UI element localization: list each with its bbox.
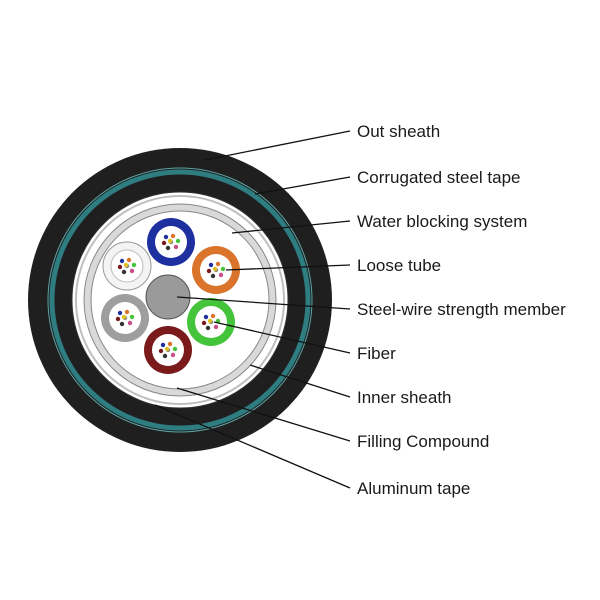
fiber-dot	[131, 262, 137, 268]
leader-corrugated-steel-tape	[254, 176, 351, 195]
leader-steel-wire-strength-member	[176, 296, 351, 310]
fiber-dot	[218, 272, 224, 278]
fiber-dot	[129, 268, 135, 274]
leader-lines	[154, 130, 351, 489]
leader-fiber	[213, 321, 351, 354]
fiber-dot	[121, 269, 127, 275]
fiber-dot	[220, 266, 226, 272]
fiber-dot	[124, 309, 130, 315]
label-filling-compound: Filling Compound	[357, 432, 489, 451]
fiber-dot	[165, 245, 171, 251]
fiber-dot	[160, 342, 166, 348]
leader-inner-sheath	[249, 364, 351, 398]
fiber-dot	[210, 313, 216, 319]
fiber-dot	[206, 268, 212, 274]
fiber-dot	[215, 261, 221, 267]
label-loose-tube: Loose tube	[357, 256, 441, 275]
fiber-dot	[203, 314, 209, 320]
fiber-dot	[162, 353, 168, 359]
fiber-dot	[210, 273, 216, 279]
labels: Out sheath Corrugated steel tape Water b…	[357, 122, 566, 498]
fiber-dot	[121, 314, 127, 320]
leader-out-sheath	[204, 130, 351, 161]
label-aluminum-tape: Aluminum tape	[357, 479, 470, 498]
fiber-dot	[167, 238, 173, 244]
label-fiber: Fiber	[357, 344, 396, 363]
steel-wire-strength-member	[145, 274, 191, 320]
fiber-dot	[119, 321, 125, 327]
fiber-dot	[170, 352, 176, 358]
fiber-dot	[126, 257, 132, 263]
fiber-dot	[115, 316, 121, 322]
fiber-dot	[117, 310, 123, 316]
fiber-dot	[213, 324, 219, 330]
label-out-sheath: Out sheath	[357, 122, 440, 141]
fiber-dot	[163, 234, 169, 240]
leader-aluminum-tape	[154, 404, 351, 489]
fiber-dot	[158, 348, 164, 354]
aluminum-tape	[75, 195, 285, 405]
fiber-dot	[127, 320, 133, 326]
steel-tape-edge	[47, 167, 313, 433]
fiber-dot	[129, 314, 135, 320]
fiber-dot	[207, 318, 213, 324]
fiber-dot	[123, 262, 129, 268]
fiber-dot	[117, 264, 123, 270]
fiber-dot	[167, 341, 173, 347]
fiber-dot	[205, 325, 211, 331]
fiber-dot	[212, 266, 218, 272]
label-steel-wire-strength-member: Steel-wire strength member	[357, 300, 566, 319]
fibers	[115, 233, 226, 359]
corrugated-steel-tape	[49, 169, 311, 431]
leader-loose-tube	[225, 264, 351, 271]
fiber-dot	[201, 320, 207, 326]
leader-water-blocking-system	[231, 220, 351, 234]
leader-filling-compound	[176, 387, 351, 442]
fiber-dot	[164, 346, 170, 352]
fiber-dot	[119, 258, 125, 264]
fiber-dot	[175, 238, 181, 244]
fiber-dot	[161, 240, 167, 246]
label-corrugated-steel-tape: Corrugated steel tape	[357, 168, 521, 187]
label-water-blocking-system: Water blocking system	[357, 212, 527, 231]
fiber-dot	[173, 244, 179, 250]
label-inner-sheath: Inner sheath	[357, 388, 452, 407]
fiber-dot	[172, 346, 178, 352]
fiber-dot	[208, 262, 214, 268]
fiber-dot	[170, 233, 176, 239]
